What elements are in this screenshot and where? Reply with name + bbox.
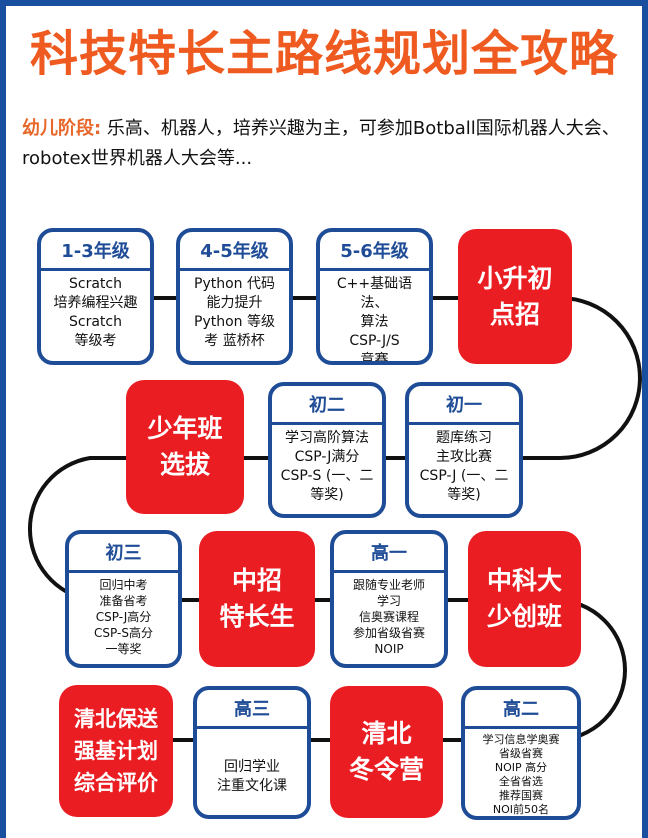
milestone-line: 强基计划: [74, 739, 158, 763]
card-title: 1-3年级: [41, 232, 150, 271]
milestone-line: 特长生: [219, 602, 295, 631]
card-line: 题库练习: [436, 430, 492, 446]
card-body: 回归中考 准备省考 CSP-J高分 CSP-S高分 一等奖: [69, 573, 178, 657]
card-line: CSP-J满分: [294, 449, 360, 465]
card-line: Python 等级: [194, 314, 275, 330]
card-chusan: 初三 回归中考 准备省考 CSP-J高分 CSP-S高分 一等奖: [65, 530, 182, 668]
card-body: 学习信息学奥赛 省级省赛 NOIP 高分 全省省选 推荐国赛 NOI前50名: [465, 729, 577, 816]
card-grade-4-5: 4-5年级 Python 代码 能力提升 Python 等级 考 蓝桥杯: [176, 228, 293, 365]
card-line: 学习: [376, 594, 401, 608]
card-line: NOI前50名: [492, 803, 550, 816]
card-title: 初一: [409, 386, 519, 425]
milestone-line: 清北保送: [74, 707, 158, 731]
card-line: 算法: [360, 314, 389, 330]
route-curve-right-2: [530, 598, 627, 742]
card-line: 注重文化课: [217, 778, 287, 794]
card-line: 竞赛: [360, 352, 389, 365]
card-line: 跟随专业老师: [352, 578, 425, 592]
card-title: 初三: [69, 534, 178, 573]
card-line: 等奖): [447, 487, 481, 503]
milestone-qingbei-baosong: 清北保送 强基计划 综合评价: [59, 685, 173, 817]
milestone-line: 中科大: [486, 566, 562, 595]
card-title: 初二: [272, 386, 382, 425]
card-line: CSP-S高分: [94, 626, 153, 640]
milestone-qingbei-dongling: 清北 冬令营: [330, 686, 443, 818]
card-line: Scratch: [69, 276, 122, 292]
milestone-zhongzhao: 中招 特长生: [199, 531, 315, 667]
card-line: CSP-J高分: [95, 610, 152, 624]
card-grade-5-6: 5-6年级 C++基础语法、 算法 CSP-J/S 竞赛: [316, 228, 433, 365]
milestone-line: 综合评价: [74, 771, 158, 795]
card-line: 等级考: [74, 333, 117, 349]
card-line: NOIP: [374, 642, 404, 656]
milestone-line: 冬令营: [348, 755, 424, 784]
milestone-line: 清北: [361, 719, 412, 748]
card-line: NOIP 高分: [494, 761, 548, 774]
card-body: 学习高阶算法 CSP-J满分 CSP-S (一、二 等奖): [272, 425, 382, 505]
card-line: Python 代码: [194, 276, 275, 292]
card-line: CSP-J/S: [349, 333, 400, 349]
card-line: 全省省选: [499, 775, 543, 788]
card-line: 信奥赛课程: [358, 610, 419, 624]
card-body: Scratch 培养编程兴趣 Scratch 等级考: [41, 271, 150, 351]
card-line: CSP-S (一、二: [280, 468, 374, 484]
card-line: 省级省赛: [499, 747, 543, 760]
card-title: 高三: [197, 690, 307, 729]
intro-highlight: 幼儿阶段:: [22, 118, 102, 139]
intro-text: 幼儿阶段: 乐高、机器人，培养兴趣为主，可参加Botball国际机器人大会、ro…: [22, 114, 632, 174]
card-body: C++基础语法、 算法 CSP-J/S 竞赛: [320, 271, 429, 365]
card-line: C++基础语法、: [336, 276, 413, 311]
card-line: 参加省级省赛: [352, 626, 425, 640]
card-body: 跟随专业老师 学习 信奥赛课程 参加省级省赛 NOIP: [334, 573, 444, 657]
card-title: 高一: [334, 534, 444, 573]
card-line: CSP-J (一、二: [419, 468, 509, 484]
card-line: Scratch: [69, 314, 122, 330]
card-line: 考 蓝桥杯: [204, 333, 265, 349]
card-line: 回归学业: [224, 759, 280, 775]
card-chuer: 初二 学习高阶算法 CSP-J满分 CSP-S (一、二 等奖): [268, 382, 386, 518]
card-chuyi: 初一 题库练习 主攻比赛 CSP-J (一、二 等奖): [405, 382, 523, 518]
milestone-line: 少年班: [147, 414, 223, 443]
milestone-xiaoshengchu: 小升初 点招: [458, 229, 572, 364]
card-title: 5-6年级: [320, 232, 429, 271]
route-curve-right-1: [520, 296, 642, 460]
milestone-zhongkeda: 中科大 少创班: [468, 531, 581, 667]
card-gaoer: 高二 学习信息学奥赛 省级省赛 NOIP 高分 全省省选 推荐国赛 NOI前50…: [461, 686, 581, 820]
card-line: 能力提升: [206, 295, 263, 311]
card-grade-1-3: 1-3年级 Scratch 培养编程兴趣 Scratch 等级考: [37, 228, 154, 365]
milestone-line: 点招: [489, 299, 540, 329]
card-line: 培养编程兴趣: [53, 295, 138, 311]
card-line: 等奖): [310, 487, 344, 503]
card-body: 回归学业 注重文化课: [197, 729, 307, 815]
card-title: 高二: [465, 690, 577, 729]
card-body: Python 代码 能力提升 Python 等级 考 蓝桥杯: [180, 271, 289, 351]
card-line: 推荐国赛: [499, 789, 543, 802]
milestone-line: 少创班: [486, 602, 562, 631]
milestone-line: 选拔: [159, 450, 210, 479]
milestone-line: 中招: [231, 566, 282, 595]
card-line: 回归中考: [99, 578, 148, 592]
milestone-shaoniaban: 少年班 选拔: [126, 380, 244, 514]
card-body: 题库练习 主攻比赛 CSP-J (一、二 等奖): [409, 425, 519, 505]
card-gaoyi: 高一 跟随专业老师 学习 信奥赛课程 参加省级省赛 NOIP: [330, 530, 448, 668]
card-gaosan: 高三 回归学业 注重文化课: [193, 686, 311, 819]
card-line: 主攻比赛: [436, 449, 492, 465]
intro-body: 乐高、机器人，培养兴趣为主，可参加Botball国际机器人大会、robotex世…: [22, 118, 620, 169]
card-line: 一等奖: [105, 642, 142, 656]
page-title: 科技特长主路线规划全攻略: [29, 26, 618, 82]
card-line: 准备省考: [99, 594, 148, 608]
milestone-line: 小升初: [477, 263, 553, 293]
card-line: 学习信息学奥赛: [482, 733, 560, 746]
card-line: 学习高阶算法: [285, 430, 369, 446]
card-title: 4-5年级: [180, 232, 289, 271]
